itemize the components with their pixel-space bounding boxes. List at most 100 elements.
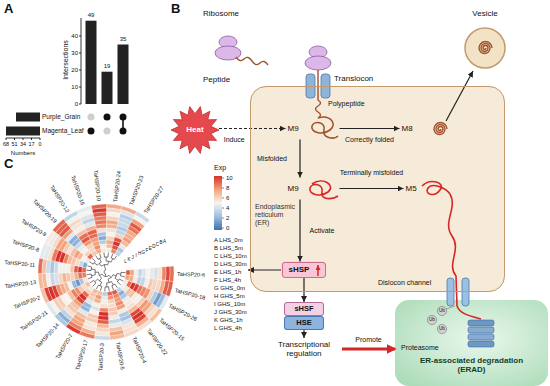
element-box-fill: [284, 316, 324, 330]
polypeptide-chain: [316, 70, 321, 118]
protein-box-fill: [284, 302, 324, 316]
scale-tick: 4: [226, 205, 229, 212]
gene-label: TaHSP20-4: [131, 336, 147, 364]
node-text: HSE: [296, 319, 311, 328]
gene-label: TaHSP20-8: [11, 238, 40, 253]
sample-key: B LHS_5m: [214, 245, 243, 252]
sample-key: J GHS_30m: [214, 309, 247, 316]
heatmap-cell: [101, 296, 107, 300]
edge-label: Correctly folded: [344, 136, 395, 144]
upset-plot-part: [79, 53, 81, 54]
panel-letter: C: [4, 157, 13, 171]
gene-label: TaHSP20-13: [4, 279, 36, 289]
gene-label: TaHSP20-2: [12, 295, 40, 311]
ubiquitin-tag-part: [446, 306, 455, 309]
state-label: M5: [404, 178, 420, 200]
gene-label: TaHSP20-19: [31, 198, 57, 224]
connector-arrow: [303, 278, 304, 303]
gene-label: TaHSP20-17: [74, 339, 89, 371]
ribosome-icon-part: [305, 56, 331, 70]
protein-box-fill: [282, 262, 326, 278]
upset-plot-part: [16, 113, 40, 122]
ring-letter: B: [159, 241, 162, 246]
node-text: M8: [402, 124, 413, 133]
ubiquitin-tag-part: [437, 324, 446, 333]
axis-tick: 10: [71, 84, 78, 91]
gene-label: TaHSP20-7: [54, 332, 73, 359]
axis-tick: 17: [28, 141, 34, 147]
ribosome-icon: [215, 36, 331, 70]
scale-tick: 10: [226, 175, 233, 182]
gene-label: TaHSP20-6: [177, 271, 205, 278]
gene-label: TaHSP20-9: [20, 218, 47, 238]
ring-letter: I: [136, 254, 137, 259]
heatmap-cell: [96, 249, 102, 254]
vesicle-icon-part: [465, 28, 505, 68]
upset-plot-part: [23, 138, 24, 140]
element-box: HSE: [284, 316, 324, 330]
heatmap-cell: [134, 269, 138, 276]
heatmap-cell: [142, 269, 146, 278]
upset-plot-part: [102, 72, 113, 104]
upset-plot-part: [118, 45, 129, 105]
upset-plot-part: [79, 70, 81, 71]
axis-tick: 20: [71, 67, 78, 74]
heatmap-ring: [38, 204, 174, 340]
heatmap-cell: [126, 270, 130, 275]
node-text: sHSP: [289, 265, 310, 274]
gene-label: TaHSP20-14: [34, 322, 60, 349]
gene-label: TaHSP20-22: [145, 328, 168, 357]
sample-key: I GHS_10m: [214, 301, 245, 308]
scale-tick: 0: [226, 225, 229, 232]
ubiquitin-label: Ub: [439, 327, 445, 332]
axis-tick: 34: [20, 141, 26, 147]
gene-label: TaHSP20-16: [70, 174, 86, 205]
ring-letter: A: [163, 239, 166, 244]
connector-arrow: [340, 188, 404, 189]
edge-label: Promote: [354, 336, 382, 344]
part-label: Dislocon channel: [378, 279, 431, 287]
upset-plot-part: [40, 138, 41, 140]
proteasome-icon: [468, 320, 494, 347]
pointer-arrow: [248, 269, 281, 270]
gene-label: TaHSP20-15: [158, 316, 186, 341]
heatmap-cell: [115, 251, 121, 257]
part-label: Ribosome: [203, 10, 239, 19]
scale-tick: 8: [226, 185, 229, 192]
upset-plot-part: [79, 36, 81, 37]
protein-box: sHSF: [284, 302, 324, 316]
node-text: Transcriptional regulation: [266, 340, 342, 358]
edge-label: Misfolded: [256, 155, 288, 163]
axis-tick: 0: [38, 141, 41, 147]
ring-letter: J: [131, 256, 133, 261]
unfolded-protein: [312, 117, 338, 138]
part-label: Peptide: [203, 76, 230, 85]
axis-tick: 0: [75, 101, 78, 108]
bar-value: 19: [104, 62, 111, 69]
proteasome-icon-part: [468, 327, 494, 333]
gene-label: TaHSP20-18: [174, 287, 206, 301]
heatmap-cell: [138, 269, 142, 277]
color-scale-part: [222, 188, 224, 189]
starburst-shape: [171, 107, 219, 154]
heatmap-cell: [102, 292, 107, 296]
node-text: Heat: [186, 125, 203, 134]
connector-arrow: [342, 348, 395, 351]
sample-key: E LHS_1h: [214, 269, 241, 276]
color-scale-part: [222, 208, 224, 209]
color-scale: [214, 176, 224, 230]
folded-protein: [434, 123, 447, 135]
connector-arrow: [303, 330, 304, 338]
ring-letter: L: [124, 259, 127, 264]
heatmap-cell: [100, 300, 107, 304]
upset-plot-part: [14, 138, 15, 140]
dendrogram: [87, 253, 126, 292]
color-scale-part: [222, 218, 224, 219]
erad-region: ProteasomeER-associated degradation (ERA…: [395, 300, 548, 386]
state-label: M9: [286, 118, 340, 140]
misfolded-protein: [422, 182, 450, 195]
bar-value: 35: [120, 35, 127, 42]
connector-arrow: [219, 128, 286, 129]
